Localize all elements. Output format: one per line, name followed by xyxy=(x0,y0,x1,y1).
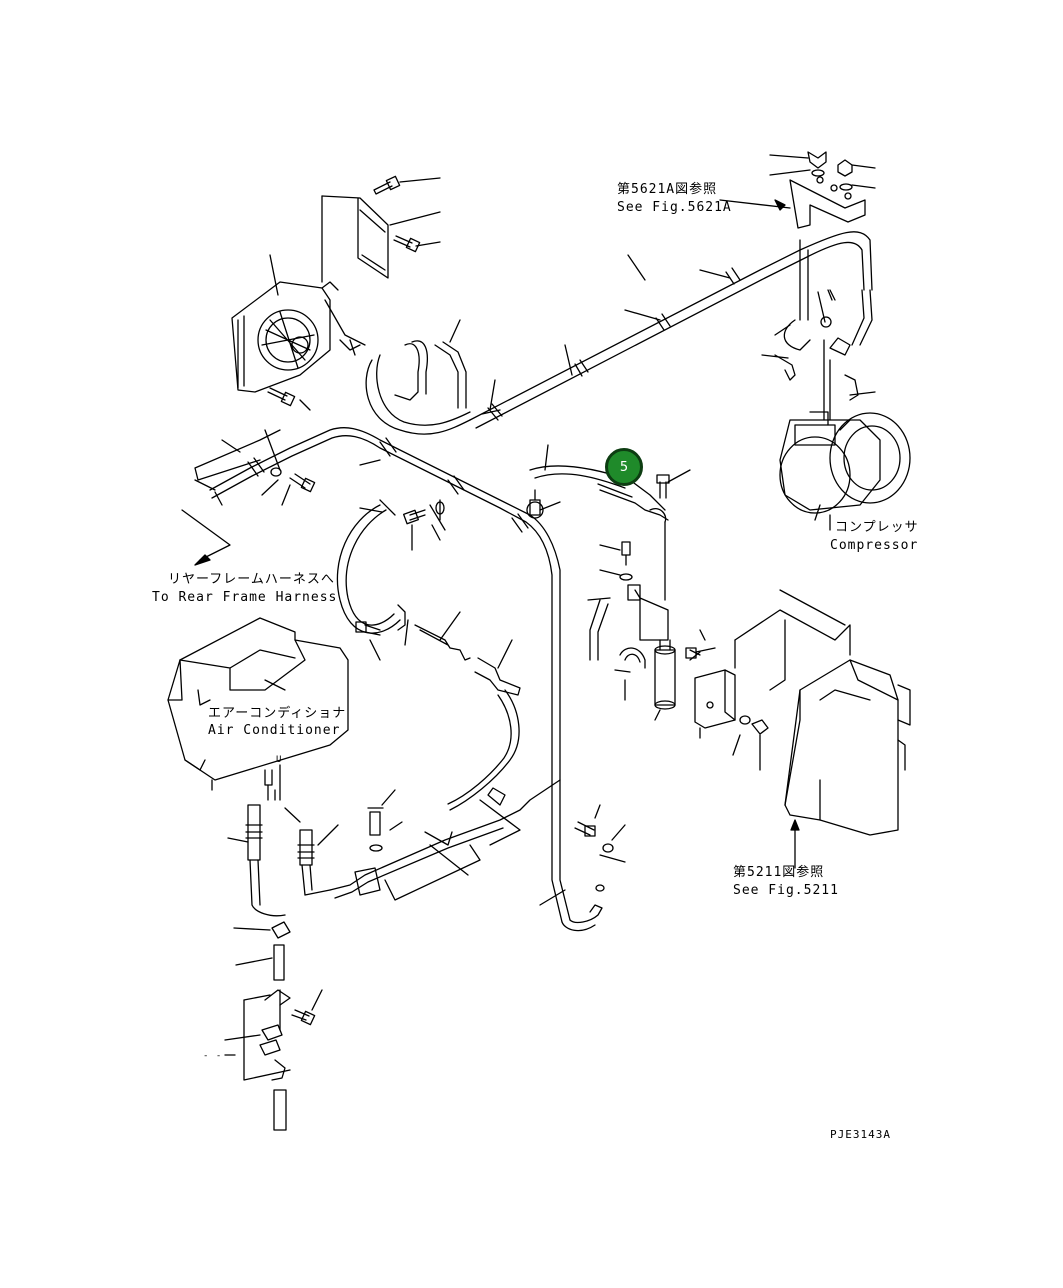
lower-hoses xyxy=(336,499,521,811)
bolt-top xyxy=(267,175,441,411)
receiver-dryer xyxy=(614,629,716,721)
harness-routing xyxy=(181,427,571,923)
rear-harness-jp-label: リヤーフレームハーネスへ xyxy=(168,572,335,587)
cab-panel xyxy=(734,589,911,869)
small-mark-label-2: - - xyxy=(203,1051,223,1061)
see-fig-5211-jp-label: 第5211図参照 xyxy=(733,865,825,880)
compressor-bracket xyxy=(719,151,876,229)
drain-hose-stack xyxy=(224,921,323,1131)
see-fig-5621a-en-label[interactable]: See Fig.5621A xyxy=(617,200,732,215)
hose-receiver-line xyxy=(526,444,669,641)
air-conditioner-en-label: Air Conditioner xyxy=(208,723,341,738)
rear-harness-en-label: To Rear Frame Harness xyxy=(152,590,338,605)
see-fig-5621a-jp-label: 第5621A図参照 xyxy=(617,182,718,197)
harness-clamp-area xyxy=(214,439,241,506)
receiver-bracket xyxy=(694,669,769,771)
small-mark-label: U xyxy=(276,755,283,765)
compressor xyxy=(761,239,911,531)
drawing-code-label: PJE3143A xyxy=(830,1128,891,1141)
air-conditioner-jp-label: エアーコンディショナ xyxy=(208,706,347,721)
lower-right-hose xyxy=(539,804,626,932)
compressor-jp-label: コンプレッサ xyxy=(835,520,919,535)
air-conditioner-unit xyxy=(167,617,349,801)
compressor-en-label: Compressor xyxy=(830,538,919,553)
part-callout-marker[interactable]: 5 xyxy=(605,448,643,486)
bolts-middle-right xyxy=(587,469,691,661)
see-fig-5211-en-label[interactable]: See Fig.5211 xyxy=(733,883,839,898)
hose-to-compressor xyxy=(365,231,873,435)
ac-drain-hoses xyxy=(227,779,561,917)
bracket-plate xyxy=(321,195,389,283)
condenser-fan-unit xyxy=(231,281,366,393)
